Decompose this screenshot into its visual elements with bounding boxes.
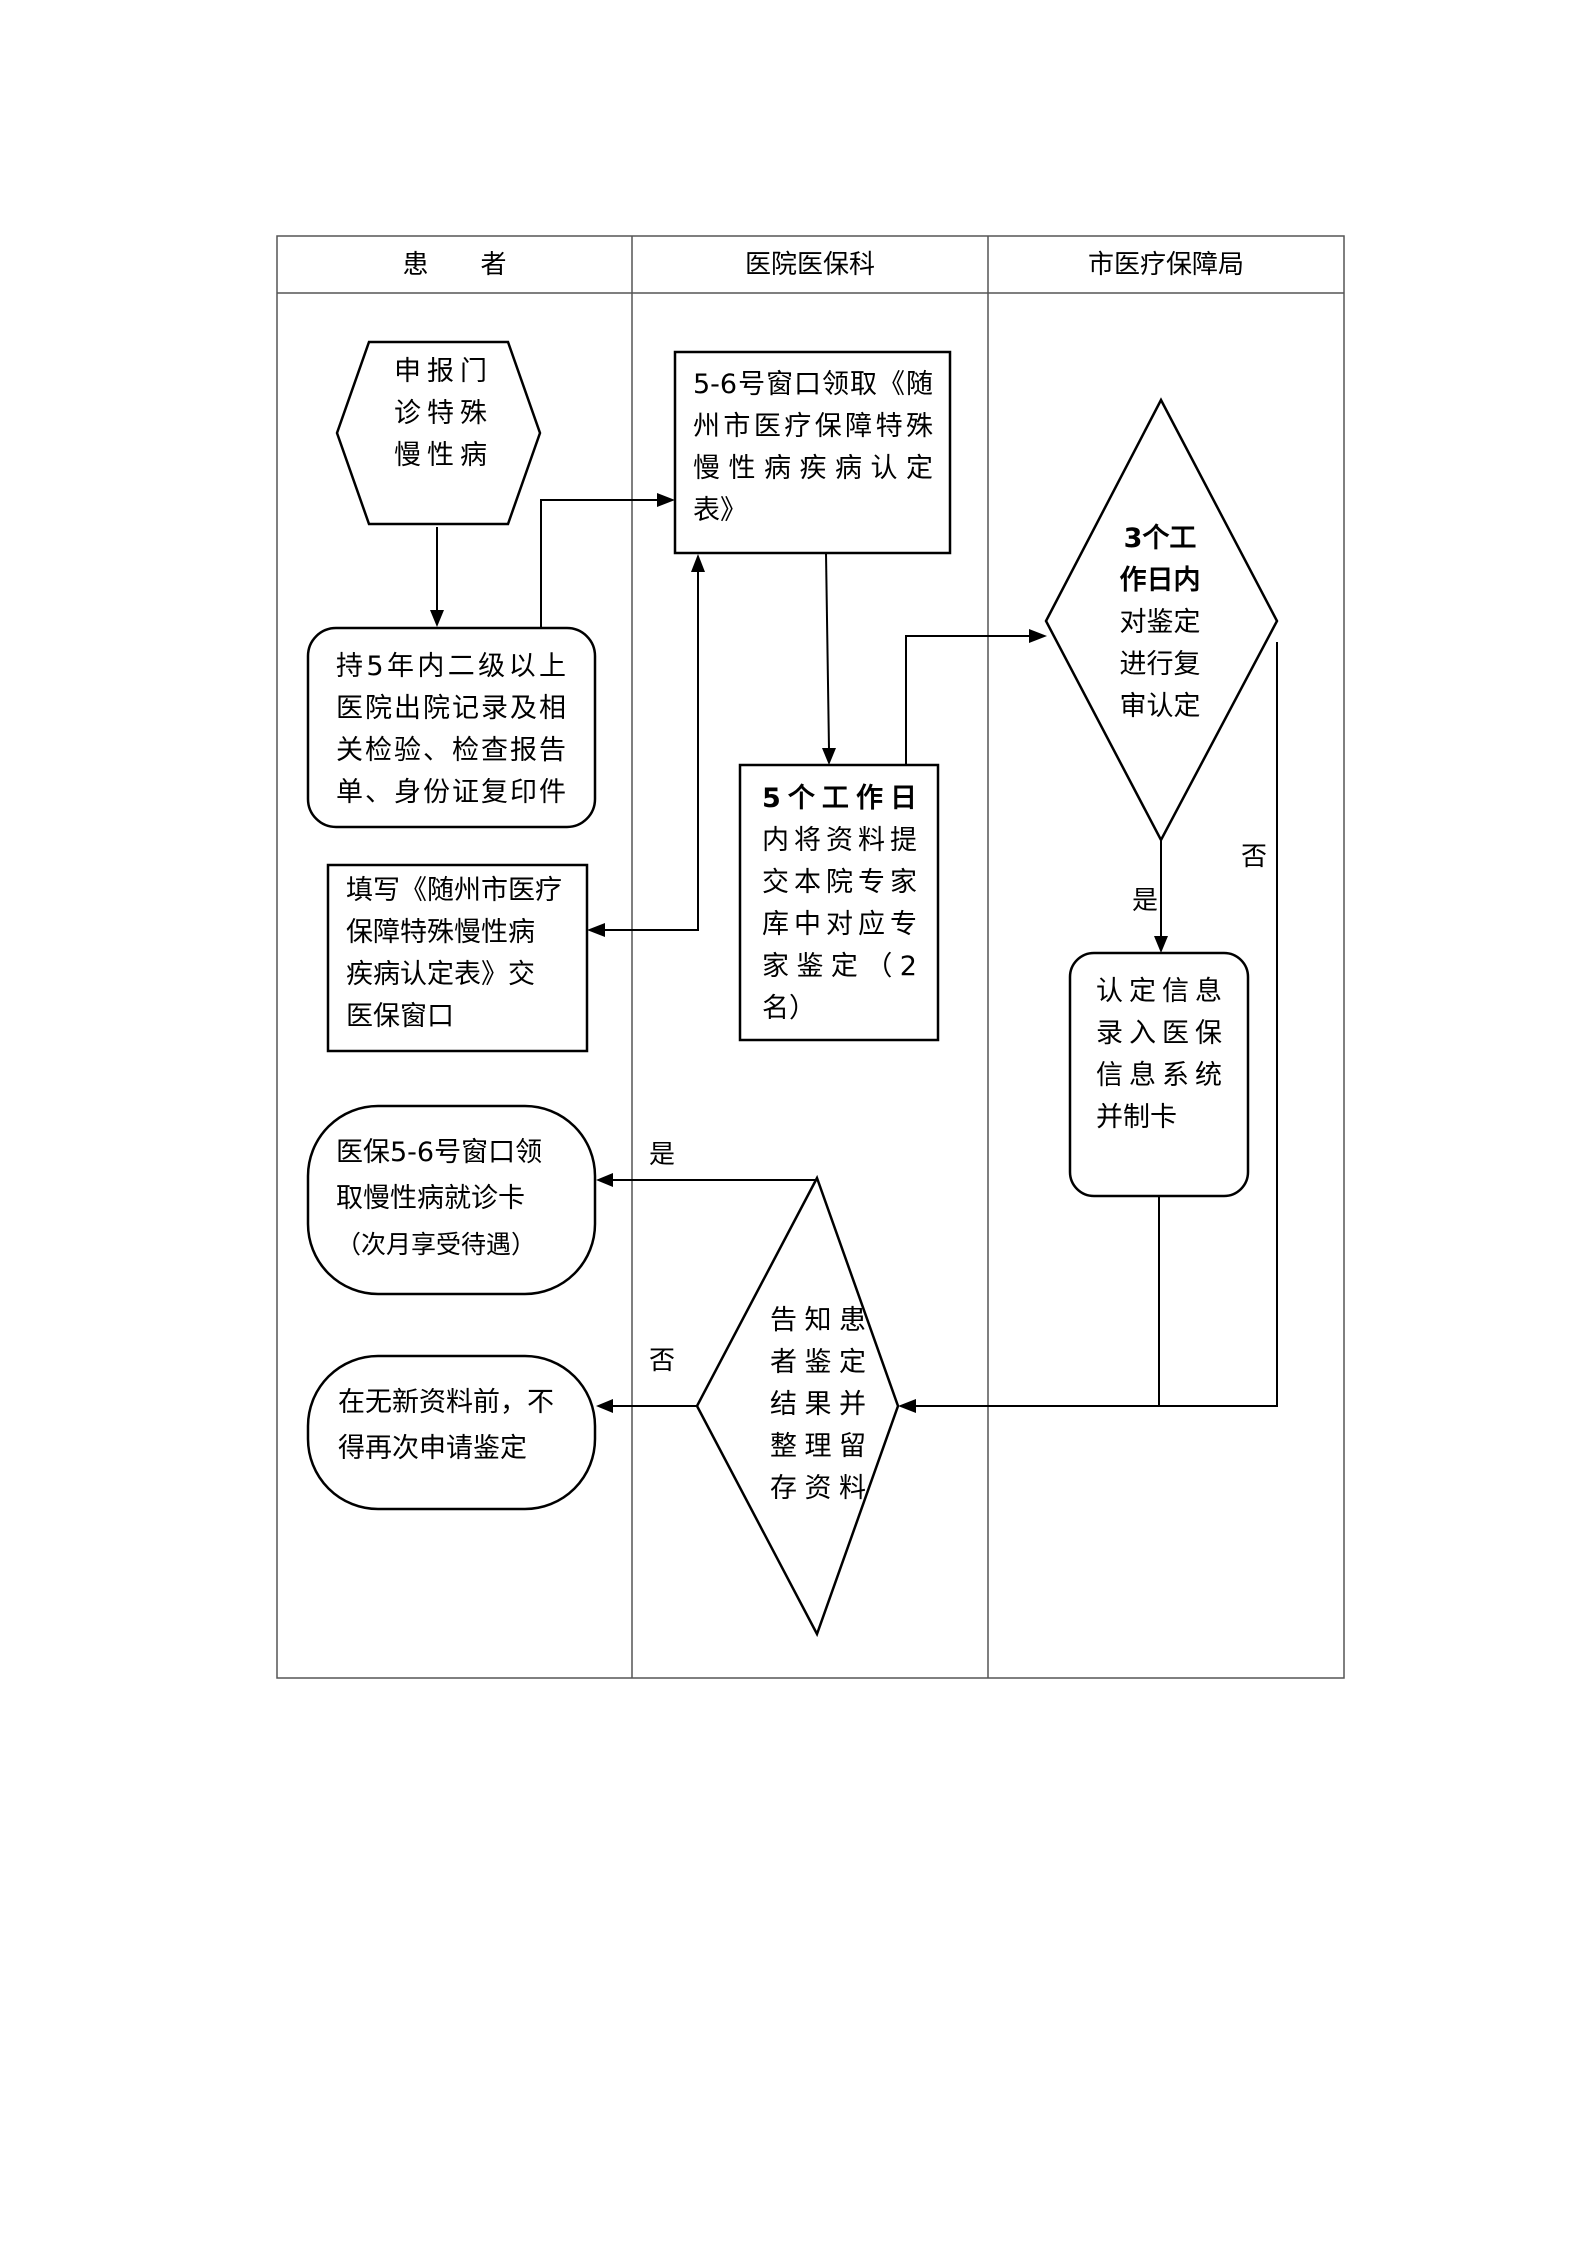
node-receive-card-line: （次月享受待遇）: [336, 1230, 537, 1259]
node-bureau-review-line: 审认定: [1119, 691, 1201, 722]
node-start-shape: [335, 340, 542, 526]
swimlane-frame: [276, 235, 1345, 1679]
node-expert-review-line: 家鉴定（2: [762, 951, 917, 982]
node-bureau-review-lead: 3个工: [1123, 523, 1197, 554]
node-expert-review-lead: 5个工作日: [762, 783, 917, 814]
node-record-card-line: 信息系统: [1096, 1060, 1222, 1091]
node-fill-form-line: 医保窗口: [346, 1001, 454, 1032]
node-fill-form-line: 疾病认定表》交: [346, 959, 535, 990]
node-hold-records-line: 单、身份证复印件: [336, 777, 566, 808]
edge-label-notify-no: 否: [649, 1346, 676, 1376]
node-record-card-line: 并制卡: [1096, 1102, 1177, 1133]
node-no-reapply-shape: [306, 1354, 597, 1511]
node-record-card-line: 认定信息: [1096, 976, 1222, 1007]
node-hold-records-text: 持5年内二级以上 医院出院记录及相 关检验、检查报告 单、身份证复印件: [336, 646, 566, 814]
edge-getform-to-expert: [825, 552, 830, 750]
arrowhead-bureau-yes: [1154, 936, 1168, 953]
node-notify-decision-text: 告知患 者鉴定 结果并 整理留 存资料: [770, 1300, 866, 1510]
node-receive-card-line: 取慢性病就诊卡: [336, 1183, 525, 1214]
node-get-form-line: 表》: [693, 495, 747, 526]
lane-title-hospital: 医院医保科: [744, 250, 875, 280]
node-start-line: 申报门: [394, 356, 487, 387]
node-notify-decision-line: 告知患: [770, 1305, 866, 1336]
node-notify-decision-line: 结果并: [770, 1389, 866, 1420]
node-get-form-shape: [673, 350, 952, 555]
node-record-card-line: 录入医保: [1096, 1018, 1222, 1049]
node-hold-records-line: 持5年内二级以上: [336, 651, 566, 682]
node-expert-review-line: 交本院专家: [762, 867, 917, 898]
lane-title-patient: 患 者: [402, 250, 507, 280]
node-fill-form-text: 填写《随州市医疗 保障特殊慢性病 疾病认定表》交 医保窗口: [346, 870, 578, 1038]
node-start-text: 申报门 诊特殊 慢性病: [394, 351, 487, 477]
node-no-reapply-line: 在无新资料前，不: [338, 1387, 554, 1418]
node-receive-card-shape: [306, 1104, 597, 1296]
arrowhead-to-fillform: [587, 923, 605, 937]
arrowhead-notify-yes: [596, 1173, 613, 1187]
node-no-reapply-text: 在无新资料前，不 得再次申请鉴定: [338, 1380, 568, 1472]
arrowhead-getform-up: [691, 554, 705, 572]
node-hold-records-line: 关检验、检查报告: [336, 735, 566, 766]
node-fill-form-line: 填写《随州市医疗: [346, 875, 562, 906]
node-start-line: 诊特殊: [394, 398, 487, 429]
edge-records-to-getform: [540, 499, 658, 628]
node-hold-records-line: 医院出院记录及相: [336, 693, 566, 724]
lane-title-bureau: 市医疗保障局: [1087, 250, 1244, 280]
node-expert-review-shape: [738, 763, 940, 1042]
node-fill-form-shape: [326, 863, 589, 1053]
node-notify-decision-line: 存资料: [770, 1473, 866, 1504]
node-receive-card-text: 医保5-6号窗口领 取慢性病就诊卡 （次月享受待遇）: [336, 1130, 576, 1268]
node-notify-decision-line: 整理留: [770, 1431, 866, 1462]
node-expert-review-line: 内将资料提: [762, 825, 917, 856]
arrowhead-getform-to-expert: [822, 748, 836, 765]
edge-label-bureau-no: 否: [1241, 842, 1268, 872]
node-bureau-review-line: 进行复: [1119, 649, 1201, 680]
node-receive-card-line: 医保5-6号窗口领: [336, 1137, 543, 1168]
node-expert-review-line: 库中对应专: [762, 909, 917, 940]
node-get-form-line: 5-6号窗口领取《随: [693, 369, 933, 400]
node-bureau-review-lead: 作日内: [1119, 565, 1201, 596]
arrowhead-to-notify: [898, 1399, 916, 1413]
node-get-form-text: 5-6号窗口领取《随 州市医疗保障特殊 慢性病疾病认定 表》: [693, 364, 933, 532]
node-hold-records-shape: [306, 626, 597, 829]
node-notify-decision-line: 者鉴定: [770, 1347, 866, 1378]
node-record-card-text: 认定信息 录入医保 信息系统 并制卡: [1096, 971, 1222, 1139]
node-notify-decision-shape: [695, 1174, 900, 1638]
arrowhead-start-to-records: [430, 610, 444, 627]
edge-label-bureau-yes: 是: [1132, 886, 1159, 916]
edge-label-notify-yes: 是: [649, 1140, 676, 1170]
node-get-form-line: 州市医疗保障特殊: [693, 411, 933, 442]
node-bureau-review-line: 对鉴定: [1119, 607, 1201, 638]
edge-getform-to-fillform: [604, 571, 699, 931]
node-expert-review-line: 名）: [762, 993, 816, 1024]
arrowhead-records-to-getform: [657, 493, 675, 507]
node-expert-review-text: 5个工作日 内将资料提 交本院专家 库中对应专 家鉴定（2 名）: [762, 778, 917, 1030]
node-get-form-line: 慢性病疾病认定: [693, 453, 933, 484]
node-start-line: 慢性病: [394, 440, 487, 471]
node-fill-form-line: 保障特殊慢性病: [346, 917, 535, 948]
arrowhead-notify-no: [596, 1399, 613, 1413]
node-no-reapply-line: 得再次申请鉴定: [338, 1433, 527, 1464]
node-bureau-review-text: 3个工 作日内 对鉴定 进行复 审认定: [1110, 518, 1210, 728]
arrowhead-expert-to-bureau: [1029, 629, 1047, 643]
edge-bureau-no-to-notify: [915, 642, 1278, 1407]
edge-expert-to-bureau: [905, 635, 1030, 765]
